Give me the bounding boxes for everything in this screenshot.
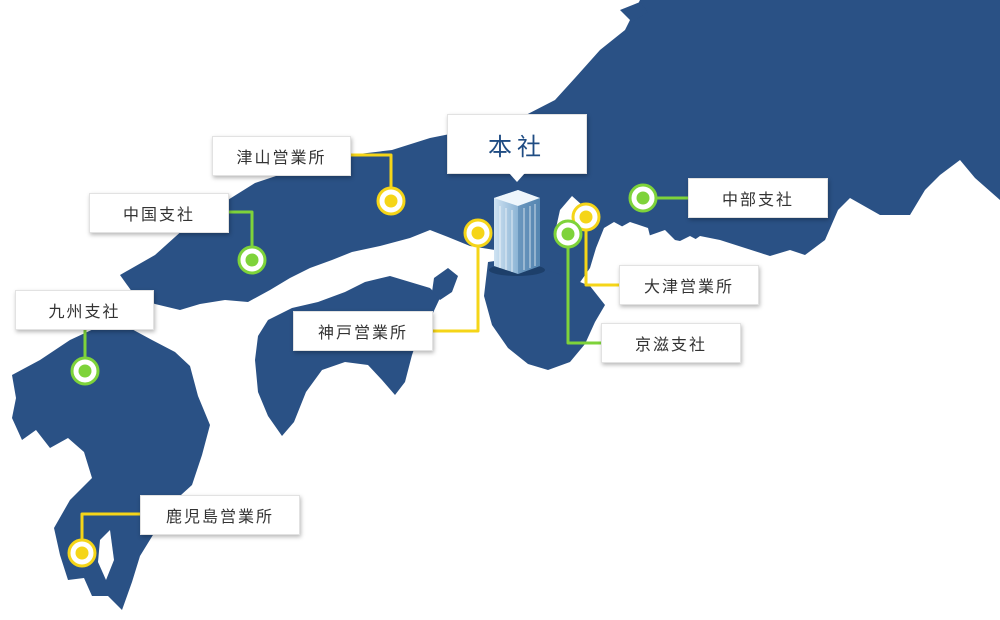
marker-chubu[interactable] (628, 183, 658, 213)
marker-kyushu[interactable] (70, 356, 100, 386)
markers (67, 183, 658, 568)
label-chubu[interactable]: 中部支社 (688, 178, 828, 218)
office-building-icon[interactable] (489, 190, 545, 276)
label-kyushu[interactable]: 九州支社 (15, 290, 154, 330)
label-kagoshima[interactable]: 鹿児島営業所 (140, 495, 300, 535)
connector-chugoku (229, 210, 254, 260)
kyushu-land (12, 326, 210, 610)
mikawa-bay (670, 236, 705, 258)
connector-otsu (584, 217, 619, 287)
small-island (620, 2, 648, 22)
marker-kagoshima[interactable] (67, 538, 97, 568)
connector-kobe (433, 233, 480, 333)
label-kobe[interactable]: 神戸営業所 (293, 311, 433, 351)
marker-tsuyama[interactable] (376, 186, 406, 216)
label-tsuyama[interactable]: 津山営業所 (212, 136, 351, 176)
awaji-island (432, 268, 458, 300)
osaka-bay (456, 248, 488, 286)
kagoshima-bay (98, 530, 114, 580)
marker-kobe[interactable] (463, 218, 493, 248)
ise-bay (610, 222, 652, 256)
label-keiji[interactable]: 京滋支社 (601, 323, 741, 363)
connector-tsuyama (350, 153, 393, 201)
marker-keiji[interactable] (553, 219, 583, 249)
label-chugoku[interactable]: 中国支社 (89, 193, 229, 233)
marker-chugoku[interactable] (237, 245, 267, 275)
label-otsu[interactable]: 大津営業所 (619, 265, 759, 305)
headquarters-label[interactable]: 本社 (447, 114, 587, 174)
headquarters-label-pointer (509, 173, 525, 182)
marker-otsu[interactable] (571, 202, 601, 232)
water-cutouts (98, 196, 705, 580)
shikoku-land (255, 276, 440, 436)
connector-keiji (566, 234, 601, 345)
